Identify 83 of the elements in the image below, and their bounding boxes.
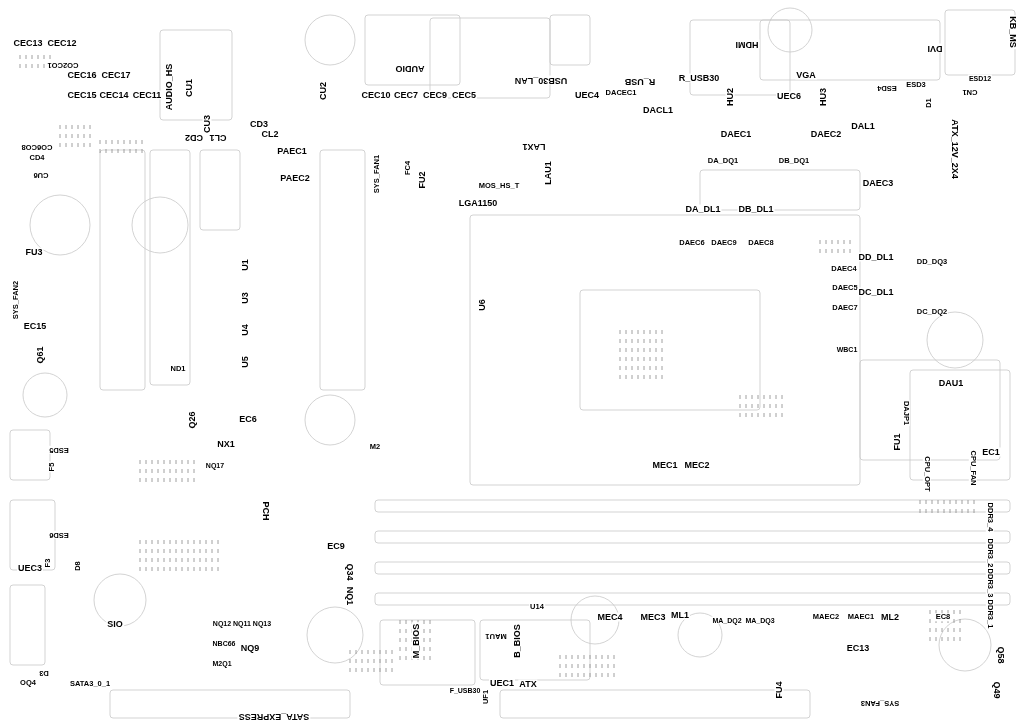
component-designator: U3: [240, 291, 250, 305]
component-designator: FU3: [24, 247, 44, 257]
component-designator: SATA_EXPRESS: [237, 711, 311, 721]
component-designator: R_USB30: [677, 73, 721, 83]
component-designator: EC15: [22, 321, 48, 331]
component-designator: CEC16: [66, 70, 98, 80]
component-designator: DACL1: [642, 105, 674, 115]
component-designator: R_USB: [623, 76, 657, 86]
component-designator: DVI: [926, 43, 944, 53]
component-designator: CEC13: [12, 38, 44, 48]
component-designator: Q49: [991, 680, 1001, 700]
component-designator: DB_DL1: [737, 204, 775, 214]
component-designator: CL2: [260, 129, 280, 139]
component-designator: CEC14: [98, 90, 130, 100]
component-designator: NX1: [216, 439, 236, 449]
component-designator: KB_MS: [1007, 15, 1017, 49]
component-designator: MEC4: [596, 612, 624, 622]
component-designator: LGA1150: [457, 198, 499, 208]
component-designator: UEC4: [574, 90, 600, 100]
component-designator: U5: [240, 355, 250, 369]
component-designator: UEC3: [17, 563, 43, 573]
component-designator: MEC2: [683, 460, 711, 470]
component-designator: DA_DL1: [684, 204, 722, 214]
component-designator: ML2: [880, 612, 900, 622]
component-designator: B_BIOS: [512, 623, 522, 659]
component-designator: CD2: [184, 132, 204, 142]
component-designator: CD3: [249, 119, 269, 129]
component-designator: PAEC2: [279, 173, 311, 183]
component-designator: ATX_12V_2X4: [949, 118, 959, 180]
component-designator: EC9: [326, 541, 346, 551]
component-designator: MEC1: [651, 460, 679, 470]
component-designator: EC13: [845, 643, 871, 653]
component-designator: UEC6: [776, 91, 802, 101]
component-designator: DAL1: [850, 121, 876, 131]
component-designator: CEC11: [131, 90, 163, 100]
component-designator: FU1: [892, 432, 902, 452]
component-designator: DAEC2: [809, 129, 843, 139]
component-designator: VGA: [795, 70, 817, 80]
component-designator: Q34: [344, 562, 354, 582]
component-designator: NQ1: [344, 585, 354, 607]
component-designator: Q26: [187, 410, 197, 430]
component-designator: PCH: [260, 500, 270, 522]
component-designator: AUDIO_HS: [164, 62, 174, 112]
component-designator: CEC5: [451, 90, 477, 100]
component-designator: CEC10: [360, 90, 392, 100]
component-designator: HU2: [725, 87, 735, 107]
component-designator: AUDIO: [394, 63, 426, 73]
component-designator: LAX1: [521, 141, 547, 151]
component-designator: EC6: [238, 414, 258, 424]
component-designator: NQ9: [239, 643, 261, 653]
component-designator: U6: [477, 298, 487, 312]
component-designator: UEC1: [489, 678, 515, 688]
component-designator: LAU1: [543, 160, 553, 186]
component-designator: MEC3: [639, 612, 667, 622]
component-designator: PAEC1: [276, 146, 308, 156]
component-designator: CL1: [208, 132, 228, 142]
component-designator: U1: [240, 258, 250, 272]
component-designator: DAU1: [937, 378, 965, 388]
component-designator: ML1: [670, 610, 690, 620]
component-designator: HU3: [818, 87, 828, 107]
component-designator: Q61: [35, 345, 45, 365]
component-designator: CEC9: [422, 90, 448, 100]
component-designator: HDMI: [734, 39, 760, 49]
component-designator: FU4: [774, 680, 784, 700]
component-designator: CEC15: [66, 90, 98, 100]
component-designator: DAEC3: [861, 178, 895, 188]
component-designator: U4: [240, 323, 250, 337]
component-designator: ATX: [518, 679, 538, 689]
component-designator: DD_DL1: [857, 252, 895, 262]
component-designator: M_BIOS: [411, 622, 421, 660]
component-designator: USB30_LAN: [513, 75, 569, 85]
component-designator: DC_DL1: [857, 287, 895, 297]
component-designator: DAEC1: [719, 129, 753, 139]
component-designator: EC1: [981, 447, 1001, 457]
component-designator: CU3: [202, 114, 212, 134]
component-designator: Q58: [995, 645, 1005, 665]
component-designator: CEC17: [100, 70, 132, 80]
component-designator: SIO: [106, 619, 124, 629]
component-designator: CEC12: [46, 38, 78, 48]
component-designator: CU2: [318, 81, 328, 101]
component-designator: CU1: [184, 78, 194, 98]
component-designator: FU2: [417, 170, 427, 190]
component-designator: CEC7: [393, 90, 419, 100]
